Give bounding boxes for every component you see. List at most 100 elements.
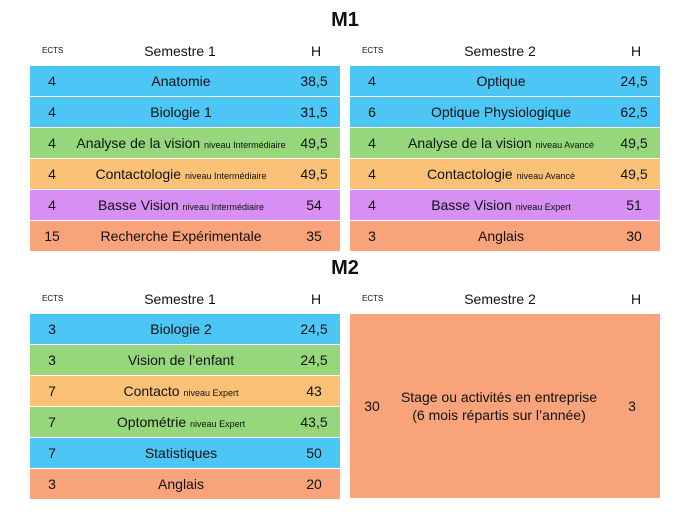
ects-value: 15: [44, 228, 60, 244]
internship-hours: 3: [628, 398, 636, 414]
table-header: ECTS Semestre 1 H: [30, 38, 340, 64]
internship-title: Stage ou activités en entreprise: [400, 389, 598, 405]
hours-value: 43: [306, 383, 322, 399]
ects-value: 4: [48, 135, 56, 151]
table-header: ECTS Semestre 2 H: [350, 38, 660, 64]
course-cell: Anglais: [74, 469, 288, 499]
hours-value: 62,5: [620, 104, 648, 120]
course-cell: Analyse de la vision niveau Avancé: [394, 128, 608, 160]
semester-header: Semestre 1: [144, 291, 216, 307]
course-cell: Optique: [394, 66, 608, 96]
ects-value: 7: [48, 414, 56, 430]
course-row: 3 Anglais 20: [30, 469, 340, 499]
course-cell: Biologie 2: [74, 314, 288, 344]
hours-value: 50: [306, 445, 322, 461]
course-cell: Analyse de la vision niveau Intermédiair…: [74, 128, 288, 160]
ects-value: 4: [368, 135, 376, 151]
ects-value: 4: [48, 73, 56, 89]
internship-subtitle: (6 mois répartis sur l’année): [412, 407, 586, 423]
course-row: 3 Anglais 30: [350, 221, 660, 251]
hours-header: H: [630, 43, 642, 59]
hours-header: H: [310, 291, 322, 307]
m1-semester2-table: ECTS Semestre 2 H 4 Optique 24,5 6 Optique P…: [350, 36, 660, 256]
hours-header: H: [630, 291, 642, 307]
ects-header: ECTS: [362, 46, 384, 55]
course-row: 3 Vision de l’enfant 24,5: [30, 345, 340, 375]
course-cell: Contacto niveau Expert: [74, 376, 288, 408]
course-name: Statistiques: [144, 445, 218, 461]
course-name: Anglais: [478, 228, 524, 244]
m2-title: M2: [331, 257, 359, 279]
hours-value: 49,5: [300, 135, 328, 151]
course-name: Analyse de la vision: [76, 135, 201, 151]
course-row: 4 Analyse de la vision niveau Avancé 49,5: [350, 128, 660, 158]
hours-value: 49,5: [620, 135, 648, 151]
ects-value: 3: [48, 352, 56, 368]
hours-value: 43,5: [300, 414, 328, 430]
course-row: 4 Analyse de la vision niveau Intermédiai…: [30, 128, 340, 158]
course-name: Vision de l’enfant: [127, 352, 235, 368]
ects-value: 3: [368, 228, 376, 244]
course-level: niveau Expert: [515, 202, 571, 212]
course-level: niveau Intermédiaire: [182, 202, 265, 212]
course-name: Anglais: [158, 476, 204, 492]
hours-value: 24,5: [300, 352, 328, 368]
semester-header: Semestre 2: [464, 43, 536, 59]
hours-value: 20: [306, 476, 322, 492]
course-cell: Basse Vision niveau Intermédiaire: [74, 190, 288, 222]
hours-value: 38,5: [300, 73, 328, 89]
course-name: Optique: [476, 73, 526, 89]
hours-value: 49,5: [300, 166, 328, 182]
course-name: Optométrie: [116, 414, 187, 430]
hours-value: 31,5: [300, 104, 328, 120]
course-row: 4 Contactologie niveau Avancé 49,5: [350, 159, 660, 189]
course-row: 4 Anatomie 38,5: [30, 66, 340, 96]
table-header: ECTS Semestre 2 H: [350, 286, 660, 312]
ects-value: 3: [48, 476, 56, 492]
course-name: Contactologie: [427, 166, 513, 182]
course-row: 15 Recherche Expérimentale 35: [30, 221, 340, 251]
hours-value: 51: [626, 197, 642, 213]
ects-header: ECTS: [362, 294, 384, 303]
internship-ects: 30: [364, 398, 380, 414]
course-name: Anatomie: [151, 73, 211, 89]
course-cell: Vision de l’enfant: [74, 345, 288, 375]
ects-value: 7: [48, 383, 56, 399]
course-cell: Recherche Expérimentale: [74, 221, 288, 251]
course-row: 4 Basse Vision niveau Expert 51: [350, 190, 660, 220]
course-name: Contactologie: [95, 166, 182, 182]
course-cell: Basse Vision niveau Expert: [394, 190, 608, 222]
hours-value: 54: [306, 197, 322, 213]
course-name: Biologie 1: [150, 104, 212, 120]
ects-value: 4: [368, 197, 376, 213]
course-row: 6 Optique Physiologique 62,5: [350, 97, 660, 127]
m1-title: M1: [331, 9, 359, 31]
course-level: niveau Avancé: [516, 171, 575, 181]
course-row: 7 Optométrie niveau Expert 43,5: [30, 407, 340, 437]
hours-value: 24,5: [620, 73, 648, 89]
course-name: Biologie 2: [150, 321, 212, 337]
ects-value: 4: [368, 166, 376, 182]
hours-value: 30: [626, 228, 642, 244]
hours-value: 24,5: [300, 321, 328, 337]
ects-value: 6: [368, 104, 376, 120]
course-cell: Optique Physiologique: [394, 97, 608, 127]
course-level: niveau Avancé: [535, 140, 595, 150]
ects-value: 7: [48, 445, 56, 461]
course-cell: Anglais: [394, 221, 608, 251]
ects-header: ECTS: [42, 46, 64, 55]
hours-value: 49,5: [620, 166, 648, 182]
course-name: Analyse de la vision: [407, 135, 532, 151]
course-level: niveau Expert: [190, 419, 246, 429]
hours-value: 35: [306, 228, 322, 244]
course-row: 7 Statistiques 50: [30, 438, 340, 468]
course-name: Recherche Expérimentale: [100, 228, 262, 244]
course-cell: Contactologie niveau Intermédiaire: [74, 159, 288, 191]
